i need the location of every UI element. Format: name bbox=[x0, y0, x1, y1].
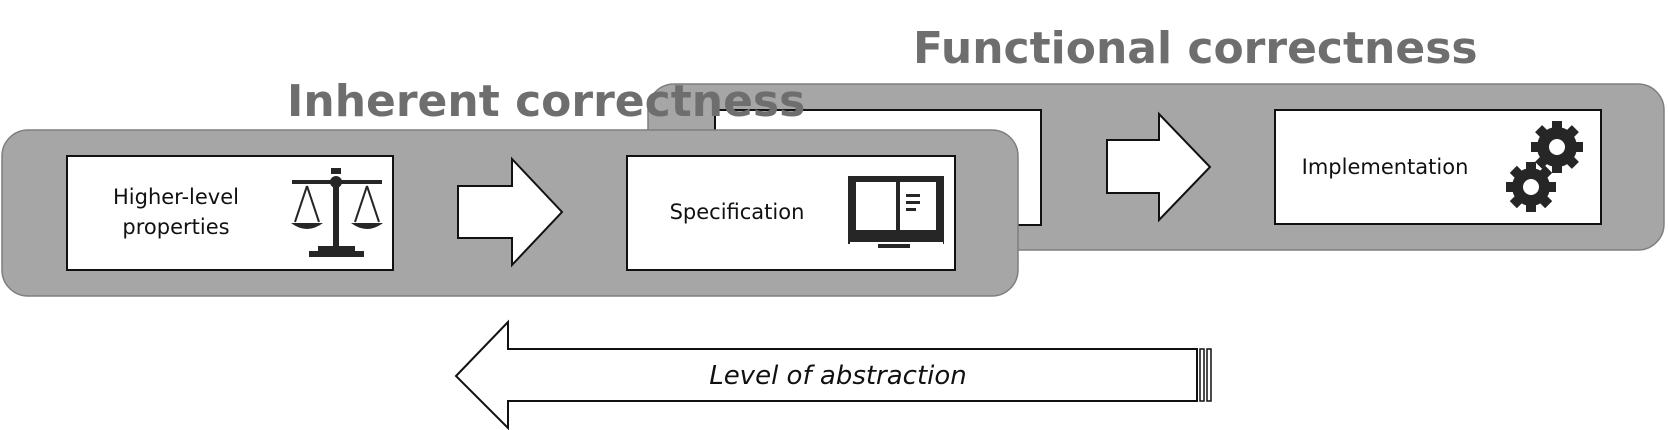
functional-title: Functional correctness bbox=[913, 23, 1478, 74]
inherent-title: Inherent correctness bbox=[287, 76, 805, 127]
properties-label-line2: properties bbox=[122, 215, 229, 239]
book-icon bbox=[848, 176, 944, 248]
implementation-label: Implementation bbox=[1302, 155, 1469, 179]
abstraction-label: Level of abstraction bbox=[709, 361, 967, 391]
arrow-properties-to-spec bbox=[457, 156, 564, 268]
abstraction-arrow-tail-1 bbox=[1199, 348, 1205, 402]
specification-label: Specification bbox=[670, 200, 805, 224]
abstraction-arrow-tail-2 bbox=[1206, 348, 1212, 402]
scales-icon bbox=[291, 168, 383, 257]
gears-icon bbox=[1506, 121, 1583, 212]
arrow-spec-to-implementation bbox=[1106, 111, 1212, 223]
properties-label-line1: Higher-level bbox=[113, 185, 239, 209]
abstraction-arrow bbox=[454, 319, 1198, 430]
